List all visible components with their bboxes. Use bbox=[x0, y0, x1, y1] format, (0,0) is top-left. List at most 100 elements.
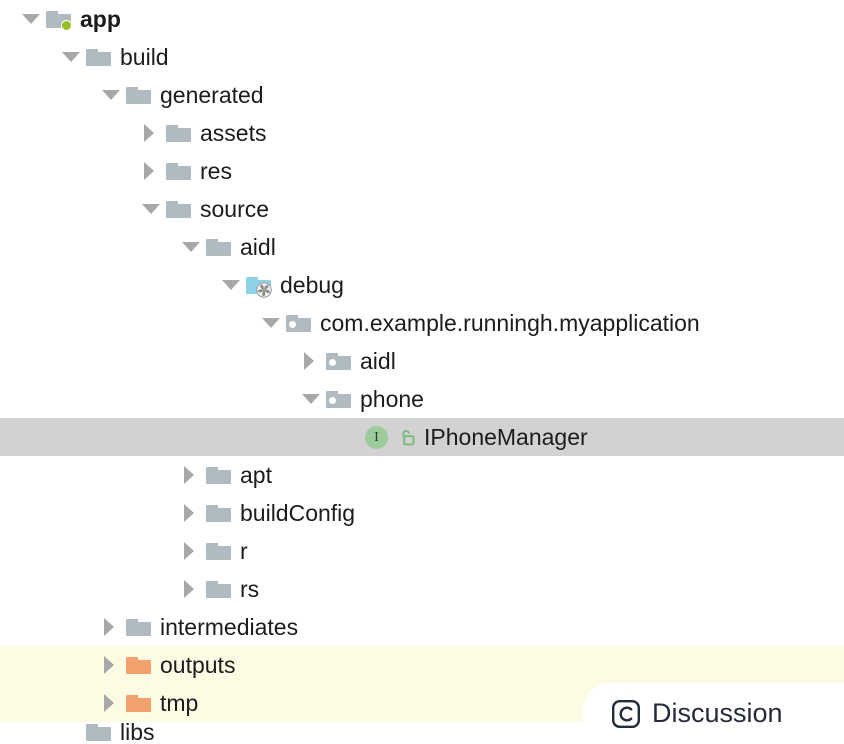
folder-icon bbox=[204, 570, 234, 608]
chevron-right-icon[interactable] bbox=[178, 456, 204, 494]
folder-icon bbox=[84, 722, 114, 742]
tree-row[interactable]: outputs bbox=[0, 646, 844, 684]
tree-row-label: IPhoneManager bbox=[424, 423, 588, 450]
pinwheel-badge-icon bbox=[256, 282, 272, 298]
folder-icon bbox=[84, 38, 114, 76]
tree-row[interactable]: com.example.runningh.myapplication bbox=[0, 304, 844, 342]
discussion-overlay[interactable]: Discussion bbox=[583, 683, 844, 744]
tree-indent bbox=[0, 732, 58, 733]
tree-row-label: r bbox=[240, 537, 248, 564]
chevron-right-icon[interactable] bbox=[298, 342, 324, 380]
tree-indent bbox=[0, 285, 218, 286]
tree-row[interactable]: source bbox=[0, 190, 844, 228]
tree-row[interactable]: I IPhoneManager bbox=[0, 418, 844, 456]
folder-excluded-icon bbox=[124, 684, 154, 722]
discussion-label: Discussion bbox=[652, 698, 783, 728]
tree-row-label: libs bbox=[120, 722, 155, 742]
tree-indent bbox=[0, 437, 338, 438]
tree-row[interactable]: assets bbox=[0, 114, 844, 152]
tree-row-label: build bbox=[120, 43, 169, 70]
tree-row[interactable]: app bbox=[0, 0, 844, 38]
toggle-spacer bbox=[338, 418, 364, 456]
tree-indent bbox=[0, 209, 138, 210]
folder-icon bbox=[124, 76, 154, 114]
tree-indent bbox=[0, 589, 178, 590]
tree-row-label: aidl bbox=[240, 233, 276, 260]
tree-row-label: tmp bbox=[160, 689, 199, 716]
tree-row[interactable]: libs bbox=[0, 722, 844, 742]
tree-indent bbox=[0, 95, 98, 96]
folder-icon bbox=[164, 152, 194, 190]
chevron-down-icon[interactable] bbox=[258, 304, 284, 342]
chevron-right-icon[interactable] bbox=[178, 570, 204, 608]
chevron-down-icon[interactable] bbox=[178, 228, 204, 266]
chevron-down-icon[interactable] bbox=[18, 0, 44, 38]
tree-row-label: rs bbox=[240, 575, 260, 602]
tree-row-label: app bbox=[80, 5, 121, 32]
tree-row[interactable]: r bbox=[0, 532, 844, 570]
folder-package-icon bbox=[324, 342, 354, 380]
tree-row-label: debug bbox=[280, 271, 344, 298]
folder-icon bbox=[164, 114, 194, 152]
chevron-down-icon[interactable] bbox=[58, 38, 84, 76]
package-badge-icon bbox=[289, 321, 296, 328]
interface-icon: I bbox=[364, 418, 394, 456]
tree-row[interactable]: aidl bbox=[0, 228, 844, 266]
tree-row-label: assets bbox=[200, 119, 267, 146]
tree-indent bbox=[0, 399, 298, 400]
folder-icon bbox=[124, 608, 154, 646]
tree-indent bbox=[0, 627, 98, 628]
tree-row-label: res bbox=[200, 157, 232, 184]
chevron-right-icon[interactable] bbox=[138, 152, 164, 190]
tree-row[interactable]: buildConfig bbox=[0, 494, 844, 532]
tree-row-label: phone bbox=[360, 385, 424, 412]
tree-indent bbox=[0, 57, 58, 58]
tree-row[interactable]: debug bbox=[0, 266, 844, 304]
chevron-right-icon[interactable] bbox=[98, 646, 124, 684]
tree-row-label: generated bbox=[160, 81, 264, 108]
tree-row[interactable]: phone bbox=[0, 380, 844, 418]
discussion-c-icon bbox=[611, 699, 641, 729]
tree-row-label: outputs bbox=[160, 651, 236, 678]
chevron-right-icon[interactable] bbox=[98, 608, 124, 646]
folder-excluded-icon bbox=[124, 646, 154, 684]
chevron-down-icon[interactable] bbox=[298, 380, 324, 418]
tree-row[interactable]: generated bbox=[0, 76, 844, 114]
tree-row-label: buildConfig bbox=[240, 499, 356, 526]
chevron-right-icon[interactable] bbox=[178, 494, 204, 532]
chevron-down-icon[interactable] bbox=[218, 266, 244, 304]
tree-indent bbox=[0, 323, 258, 324]
tree-indent bbox=[0, 551, 178, 552]
folder-icon bbox=[204, 494, 234, 532]
tree-row[interactable]: intermediates bbox=[0, 608, 844, 646]
tree-indent bbox=[0, 133, 138, 134]
chevron-right-icon[interactable] bbox=[98, 684, 124, 722]
tree-row-label: com.example.runningh.myapplication bbox=[320, 309, 700, 336]
tree-indent bbox=[0, 475, 178, 476]
tree-row-label: aidl bbox=[360, 347, 396, 374]
folder-icon bbox=[204, 228, 234, 266]
chevron-down-icon[interactable] bbox=[138, 190, 164, 228]
chevron-right-icon[interactable] bbox=[138, 114, 164, 152]
folder-package-icon bbox=[284, 304, 314, 342]
tree-row[interactable]: rs bbox=[0, 570, 844, 608]
tree-indent bbox=[0, 513, 178, 514]
chevron-down-icon[interactable] bbox=[98, 76, 124, 114]
tree-row-label: source bbox=[200, 195, 270, 222]
tree-row-label: apt bbox=[240, 461, 272, 488]
tree-row[interactable]: aidl bbox=[0, 342, 844, 380]
tree-row[interactable]: res bbox=[0, 152, 844, 190]
tree-indent bbox=[0, 171, 138, 172]
toggle-spacer bbox=[58, 722, 84, 742]
folder-icon bbox=[204, 532, 234, 570]
tree-row[interactable]: build bbox=[0, 38, 844, 76]
chevron-right-icon[interactable] bbox=[178, 532, 204, 570]
tree-row-label: intermediates bbox=[160, 613, 299, 640]
folder-icon bbox=[164, 190, 194, 228]
tree-indent bbox=[0, 247, 178, 248]
tree-row[interactable]: apt bbox=[0, 456, 844, 494]
tree-indent bbox=[0, 665, 98, 666]
package-badge-icon bbox=[329, 397, 336, 404]
tree-indent bbox=[0, 361, 298, 362]
